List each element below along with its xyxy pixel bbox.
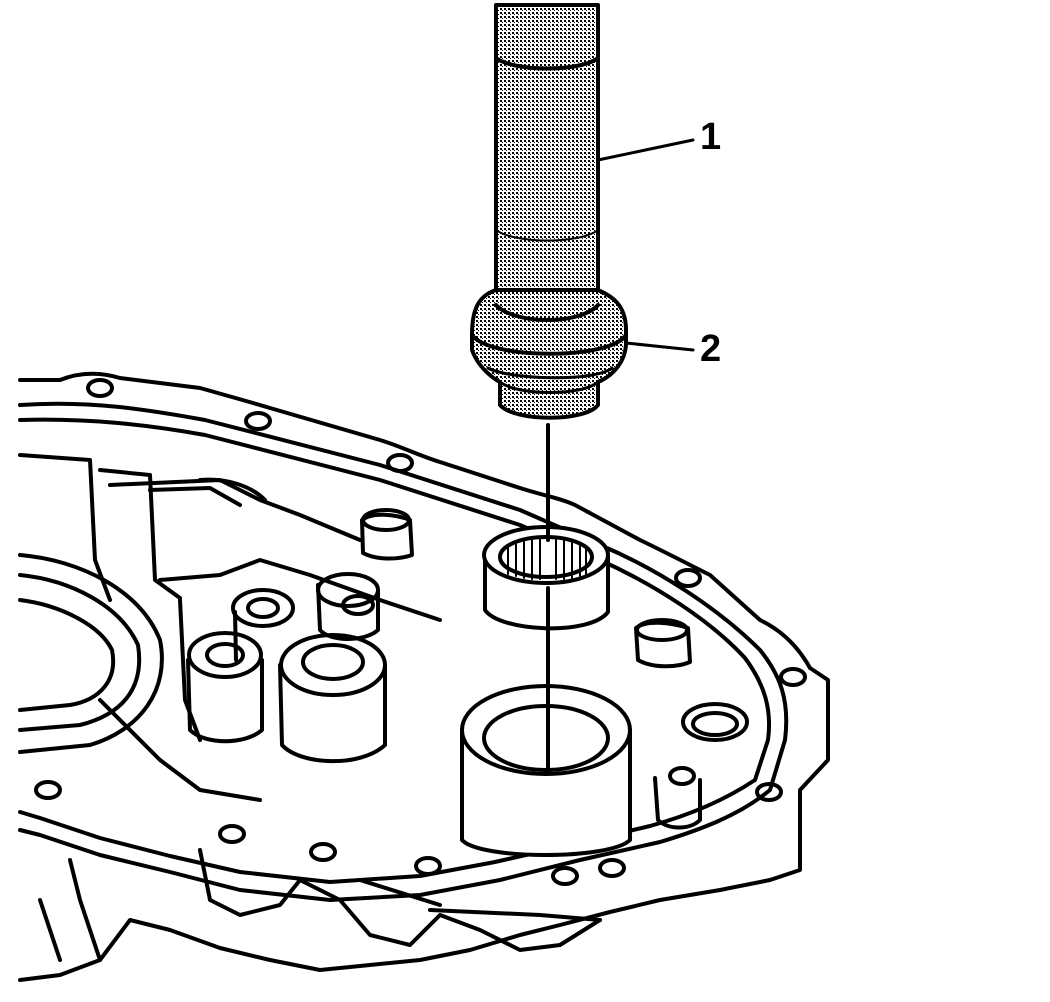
callout-label-1: 1 [700, 116, 722, 158]
driver-handle [494, 3, 600, 307]
transmission-case [18, 371, 830, 982]
callout-1-leader [596, 138, 695, 162]
callout-label-2: 2 [700, 328, 722, 370]
bearing-installer [470, 288, 628, 420]
callout-2-leader [624, 341, 695, 352]
